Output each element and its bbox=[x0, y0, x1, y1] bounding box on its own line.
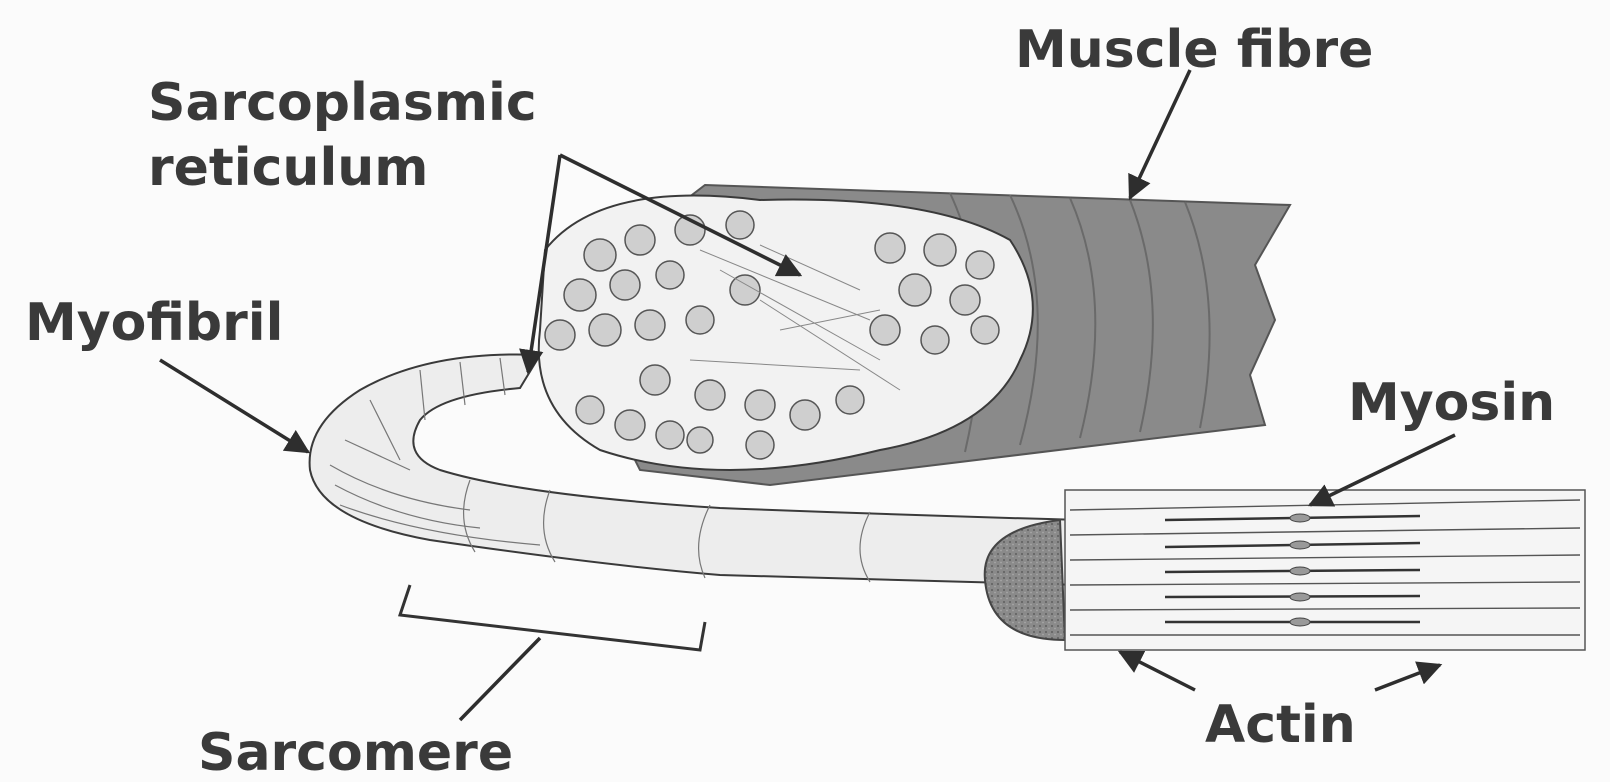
sarcomere-bracket bbox=[400, 585, 705, 650]
sarcoplasmic-reticulum-label-line2: reticulum bbox=[148, 138, 428, 198]
filament-array bbox=[1065, 490, 1585, 650]
actin-label: Actin bbox=[1205, 695, 1356, 755]
myofibril-arrow bbox=[160, 360, 308, 452]
myosin-label: Myosin bbox=[1348, 373, 1555, 433]
sarcoplasmic-reticulum-label-line1: Sarcoplasmic bbox=[148, 73, 537, 133]
muscle-fibre-arrow bbox=[1130, 70, 1190, 198]
sarcomere-leader bbox=[460, 638, 540, 720]
actin-arrow-left bbox=[1120, 652, 1195, 690]
muscle-fibre-label: Muscle fibre bbox=[1015, 20, 1373, 80]
actin-arrow-right bbox=[1375, 665, 1440, 690]
myofibril-label: Myofibril bbox=[25, 293, 283, 353]
sarcomere-label: Sarcomere bbox=[198, 723, 513, 782]
